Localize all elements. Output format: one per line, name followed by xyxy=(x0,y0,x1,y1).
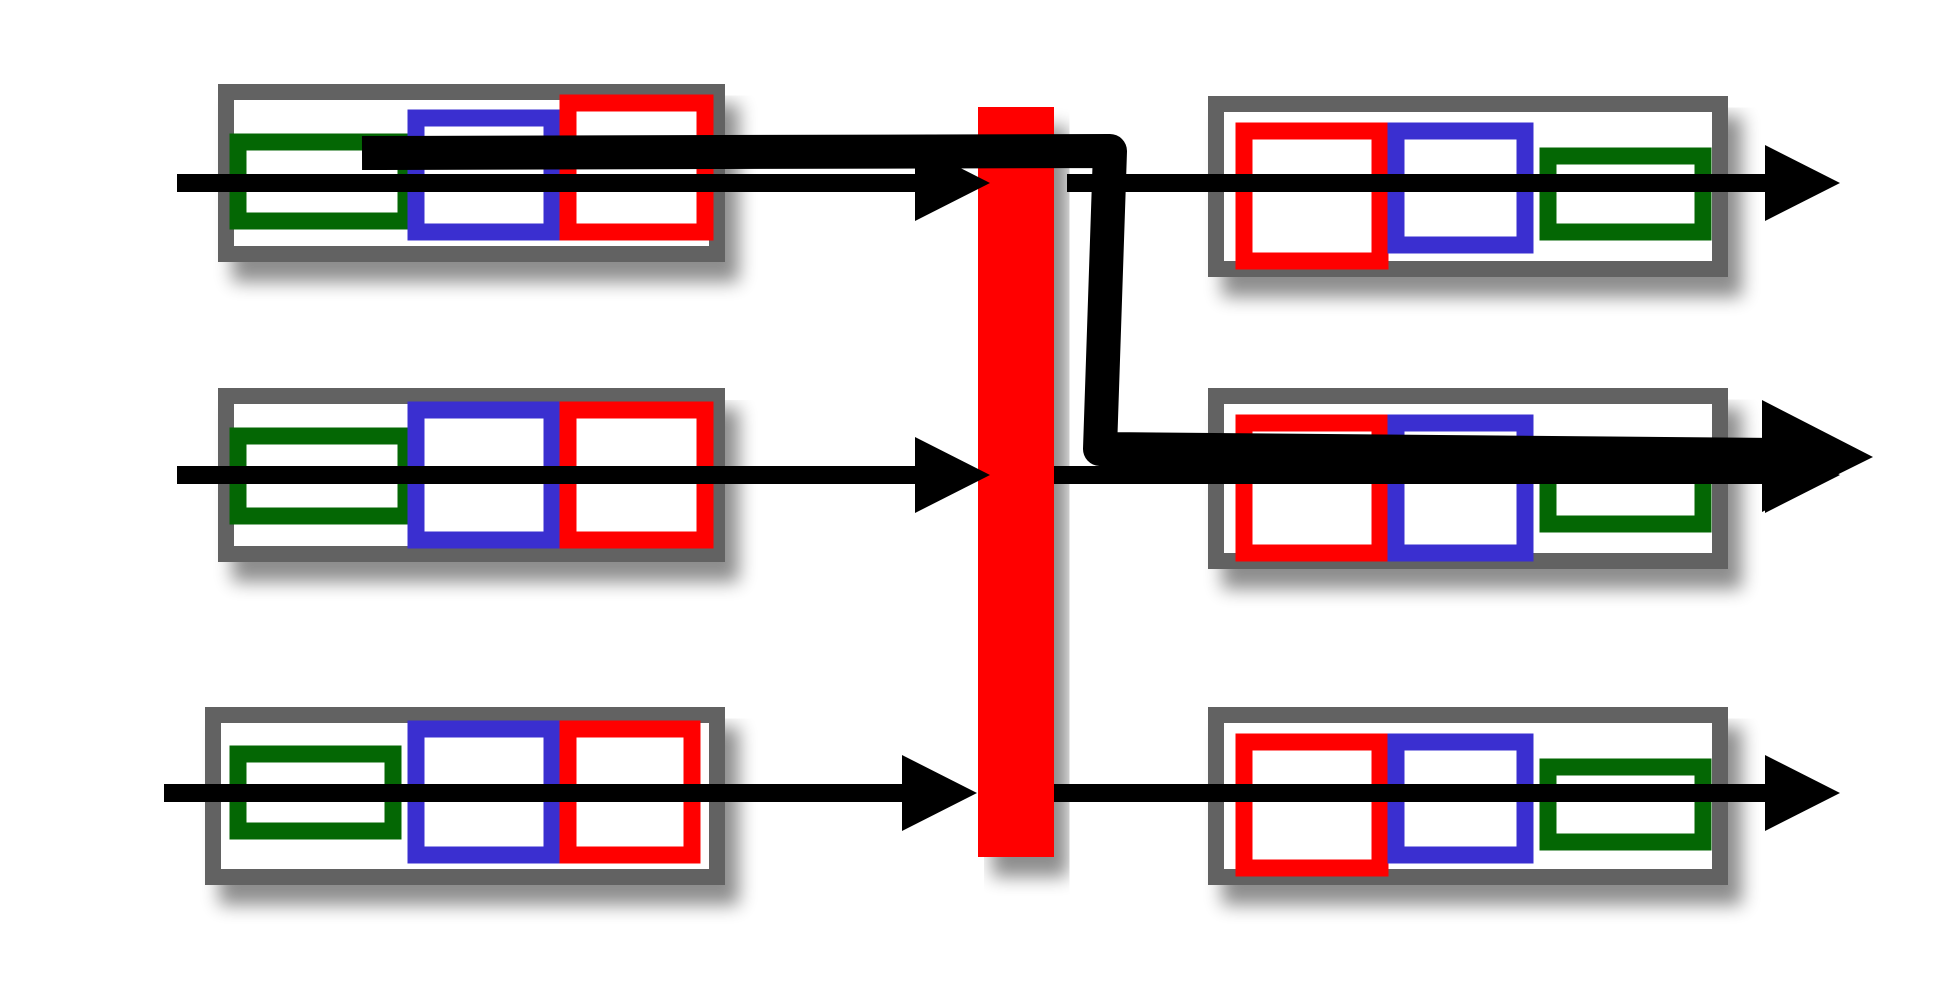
arrow-right-icon xyxy=(1067,145,1840,221)
green-item xyxy=(1539,147,1712,241)
green-item xyxy=(1539,758,1712,851)
red-item xyxy=(1235,122,1389,270)
bypass-arrow xyxy=(361,134,1873,512)
red-item xyxy=(1235,733,1389,877)
arrow-right-icon xyxy=(1054,755,1840,831)
red-item xyxy=(1235,414,1389,562)
arrow-head xyxy=(1765,145,1840,221)
arrow-right-icon xyxy=(164,755,977,831)
arrow-head xyxy=(902,755,977,831)
arrow-head xyxy=(1762,400,1873,512)
barrier-bar xyxy=(978,107,1054,857)
arrow-head xyxy=(1765,755,1840,831)
blue-item xyxy=(1387,414,1534,562)
red-barrier xyxy=(978,107,1054,857)
bypass-path xyxy=(361,134,1781,472)
arrow-head xyxy=(915,437,990,513)
arrow-right-icon xyxy=(177,437,990,513)
